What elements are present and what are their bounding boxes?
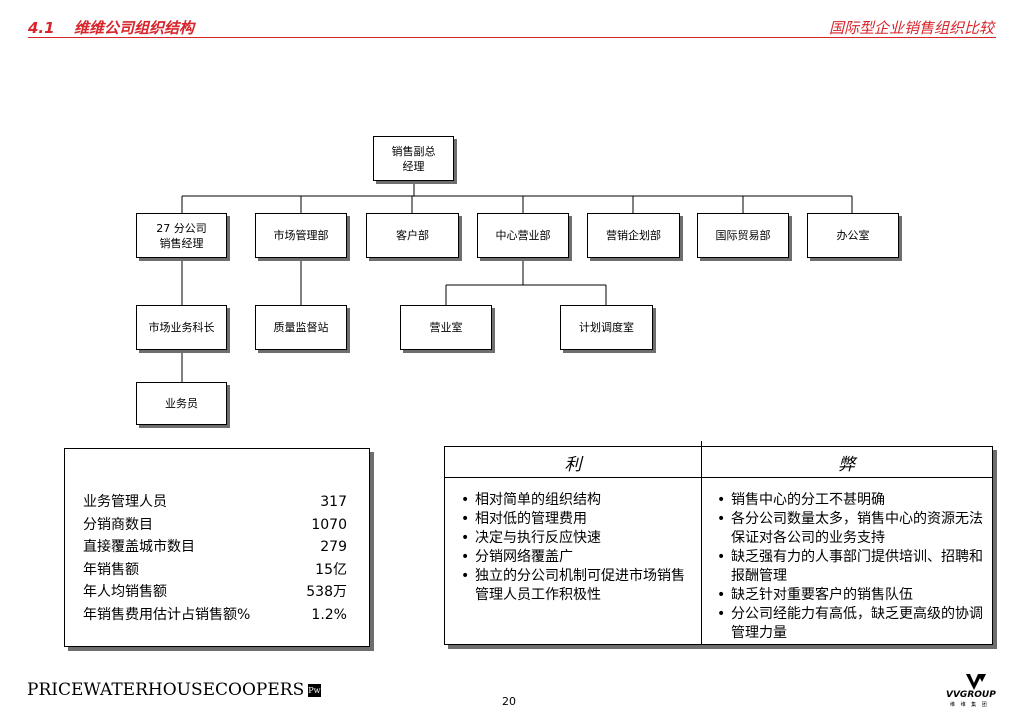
cons-item: 缺乏强有力的人事部门提供培训、招聘和报酬管理 <box>715 548 987 586</box>
org-box-quality-station-label: 质量监督站 <box>273 321 329 334</box>
stat-label: 年人均销售额 <box>83 584 167 600</box>
stat-row: 业务管理人员 317 <box>83 491 347 514</box>
section-number: 4.1 <box>28 19 55 37</box>
stat-value: 1.2% <box>311 606 347 623</box>
org-box-customer-dept-label: 客户部 <box>396 229 429 242</box>
stat-row: 年销售额 15亿 <box>83 559 347 582</box>
pros-item: 分销网络覆盖广 <box>459 548 695 567</box>
org-box-office: 办公室 <box>807 213 899 258</box>
pros-list: 相对简单的组织结构 相对低的管理费用 决定与执行反应快速 分销网络覆盖广 独立的… <box>459 491 695 605</box>
org-box-customer-dept: 客户部 <box>366 213 459 258</box>
org-box-branch-sales-manager: 27 分公司销售经理 <box>136 213 227 258</box>
org-box-sales-vp-line1: 销售副总 <box>391 144 436 158</box>
vv-logo-text: VVGROUP <box>946 690 996 700</box>
org-box-market-section-chief: 市场业务科长 <box>136 305 227 350</box>
org-box-quality-station: 质量监督站 <box>255 305 347 350</box>
org-box-planning-dispatch: 计划调度室 <box>560 305 653 350</box>
stat-row: 直接覆盖城市数目 279 <box>83 536 347 559</box>
stat-label: 业务管理人员 <box>83 494 167 510</box>
vv-logo-subtext: 维 维 集 团 <box>950 702 989 708</box>
cons-item: 销售中心的分工不甚明确 <box>715 491 987 510</box>
org-box-market-mgmt: 市场管理部 <box>255 213 347 258</box>
org-box-salesperson: 业务员 <box>136 382 227 425</box>
stat-value: 1070 <box>311 516 347 533</box>
org-box-salesperson-label: 业务员 <box>165 397 198 410</box>
cons-header: 弊 <box>701 447 992 478</box>
stat-label: 年销售额 <box>83 561 139 578</box>
header-rule <box>28 37 996 38</box>
org-box-market-mgmt-label: 市场管理部 <box>273 229 329 242</box>
cons-item: 缺乏针对重要客户的销售队伍 <box>715 586 987 605</box>
pwc-mark-icon: PwC <box>308 684 327 697</box>
pros-header: 利 <box>445 447 701 478</box>
org-box-sales-vp: 销售副总经理 <box>373 136 454 181</box>
stat-row: 年销售费用估计占销售额% 1.2% <box>83 604 347 627</box>
stat-value: 279 <box>320 539 347 555</box>
pros-cons-divider <box>701 441 702 644</box>
org-box-branch-line2: 销售经理 <box>159 236 204 250</box>
org-box-central-business-label: 中心营业部 <box>495 229 551 242</box>
stat-row: 年人均销售额 538万 <box>83 581 347 604</box>
cons-item: 各分公司数量太多，销售中心的资源无法保证对各公司的业务支持 <box>715 510 987 548</box>
org-box-marketing-planning-label: 营销企划部 <box>606 229 661 242</box>
pros-item: 相对低的管理费用 <box>459 510 695 529</box>
pros-item: 相对简单的组织结构 <box>459 491 695 510</box>
stat-row: 分销商数目 1070 <box>83 514 347 537</box>
stat-label: 年销售费用估计占销售额% <box>83 606 251 623</box>
cons-item: 分公司经能力有高低，缺乏更高级的协调管理力量 <box>715 605 987 643</box>
stat-value: 15亿 <box>315 561 347 578</box>
vv-logo-icon <box>966 674 986 690</box>
stat-label: 直接覆盖城市数目 <box>83 539 195 555</box>
org-box-planning-dispatch-label: 计划调度室 <box>579 321 634 334</box>
pros-item: 独立的分公司机制可促进市场销售管理人员工作积极性 <box>459 567 695 605</box>
stat-value: 538万 <box>306 584 347 600</box>
cons-list: 销售中心的分工不甚明确 各分公司数量太多，销售中心的资源无法保证对各公司的业务支… <box>715 491 987 643</box>
stat-label: 分销商数目 <box>83 516 153 533</box>
org-box-office-label: 办公室 <box>836 229 870 242</box>
pros-item: 决定与执行反应快速 <box>459 529 695 548</box>
section-heading: 4.1 维维公司组织结构 <box>28 17 194 38</box>
org-box-business-room: 营业室 <box>400 305 492 350</box>
org-box-market-section-chief-label: 市场业务科长 <box>148 321 215 334</box>
org-box-central-business: 中心营业部 <box>477 213 569 258</box>
pwc-logo-text: PRICEWATERHOUSECOOPERS <box>27 680 305 700</box>
page-number: 20 <box>502 695 516 708</box>
org-box-intl-trade-label: 国际贸易部 <box>715 229 771 242</box>
stat-value: 317 <box>320 494 347 510</box>
org-box-marketing-planning: 营销企划部 <box>587 213 680 258</box>
org-box-branch-line1: 27 分公司 <box>156 221 207 235</box>
org-box-intl-trade: 国际贸易部 <box>697 213 789 258</box>
document-title: 国际型企业销售组织比较 <box>828 19 994 37</box>
org-box-business-room-label: 营业室 <box>429 321 463 334</box>
section-title: 维维公司组织结构 <box>74 19 195 37</box>
org-box-sales-vp-line2: 经理 <box>402 159 425 173</box>
pros-cons-table: 利 弊 相对简单的组织结构 相对低的管理费用 决定与执行反应快速 分销网络覆盖广… <box>444 441 993 645</box>
